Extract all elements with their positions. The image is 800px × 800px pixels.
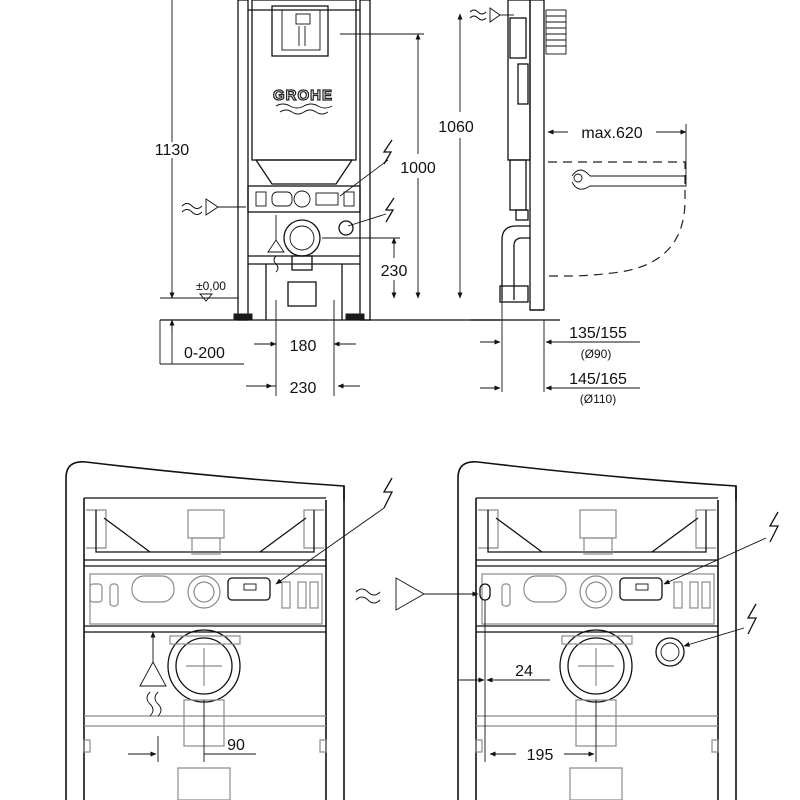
- power-icon: [768, 511, 780, 543]
- dim-o110: (Ø110): [580, 392, 616, 406]
- dim-230-right: 230: [381, 263, 408, 280]
- brand-logo: GROHE: [273, 87, 333, 104]
- dim-24: 24: [515, 663, 533, 680]
- svg-text:1130: 1130: [155, 142, 190, 159]
- power-icon: [384, 197, 395, 223]
- dim-145-165: 145/165: [569, 371, 627, 388]
- dim-180: 180: [290, 338, 317, 355]
- detail-left: 90: [65, 461, 394, 800]
- dim-o90: (Ø90): [581, 347, 612, 361]
- dim-max-620: max.620: [581, 125, 642, 142]
- level-label: ±0,00: [196, 279, 226, 293]
- power-icon: [382, 139, 393, 165]
- drain-arrow-icon: [267, 239, 285, 253]
- detail-right: 24 195: [355, 461, 780, 800]
- dim-total-height: 1130: [155, 142, 190, 159]
- power-icon: [382, 477, 394, 509]
- dim-90: 90: [227, 737, 245, 754]
- power-icon: [746, 603, 758, 635]
- dim-1000: 1000: [400, 160, 436, 177]
- front-view: GROHE 1130 1130 ±0,00: [152, 0, 500, 397]
- dim-230-bottom: 230: [290, 380, 317, 397]
- dim-1060: 1060: [438, 119, 474, 136]
- dim-0-200: 0-200: [184, 345, 225, 362]
- dim-135-155: 135/155: [569, 325, 627, 342]
- water-supply-icon: [355, 588, 381, 604]
- water-supply-icon: [181, 203, 203, 215]
- dim-195: 195: [527, 747, 554, 764]
- side-view: max.620 135/155 (Ø90) 145/165 (Ø110): [469, 0, 687, 406]
